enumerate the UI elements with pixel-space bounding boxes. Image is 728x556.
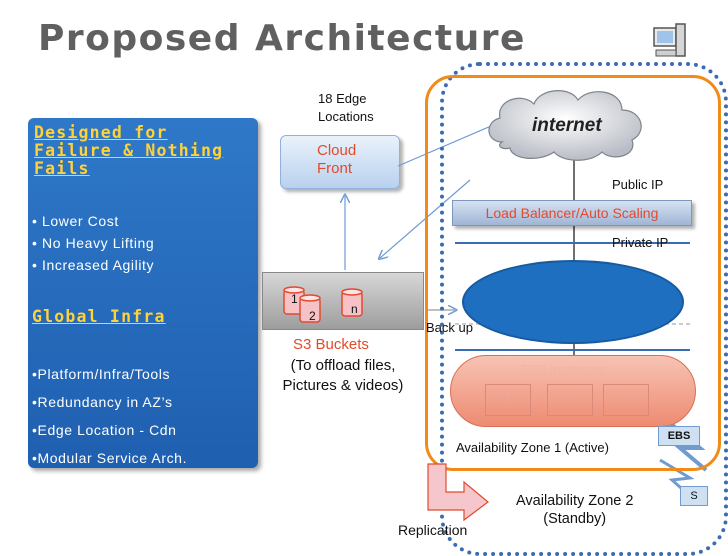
ebs-box: EBS [658,426,700,446]
edge-locations-label: 18 Edge Locations [318,91,374,124]
panel-heading-design: Designed for Failure & Nothing Fails [34,123,224,178]
availability-zone-1-label: Availability Zone 1 (Active) [456,440,609,455]
availability-zone-2-label: Availability Zone 2 (Standby) [516,493,634,527]
list-item: •Platform/Infra/Tools [32,366,171,382]
storage-box: S [680,486,708,506]
bucket-icon [299,294,321,323]
ec2-title: EC2 Instances [521,362,606,377]
list-item: •Modular Service Arch. [32,450,188,466]
load-balancer-box: Load Balancer/Auto Scaling [452,200,692,226]
internet-label: internet [532,115,602,136]
slave-instance: S [547,384,593,416]
bucket-label: 1 [291,292,298,306]
app-server-ellipse [462,260,684,344]
computer-icon [653,23,686,57]
list-item: •Edge Location - Cdn [32,422,177,438]
list-item: • No Heavy Lifting [32,235,155,251]
ec2-instances-group: EC2 Instances M S S [450,355,696,427]
global-list: •Platform/Infra/Tools •Redundancy in AZ’… [32,360,187,472]
private-ip-label: Private IP [612,235,669,250]
list-item: • Lower Cost [32,213,119,229]
bucket-label: n [351,302,358,316]
master-instance: M [485,384,531,416]
cloud-icon [488,90,642,161]
arrow-icon [427,463,489,522]
list-item: •Redundancy in AZ’s [32,394,173,410]
page-title: Proposed Architecture [38,18,526,59]
availability-zone-1-border [425,75,721,471]
s3-description: (To offload files, Pictures & videos) [282,357,404,394]
s3-title: S3 Buckets [293,336,369,353]
bucket-label: 2 [309,309,316,323]
bucket-icons [283,286,363,323]
line-cloudfront-internet [397,119,506,167]
public-ip-label: Public IP [612,177,664,192]
benefits-list: • Lower Cost • No Heavy Lifting • Increa… [32,210,154,276]
bucket-icon [341,288,363,317]
slave-instance: S [603,384,649,416]
replication-label: Replication [398,522,468,538]
benefits-panel: Designed for Failure & Nothing Fails • L… [28,118,258,468]
cloudfront-box: Cloud Front [280,135,400,189]
backup-label: Back up [426,320,473,335]
list-item: • Increased Agility [32,257,155,273]
panel-heading-global: Global Infra [32,307,166,326]
